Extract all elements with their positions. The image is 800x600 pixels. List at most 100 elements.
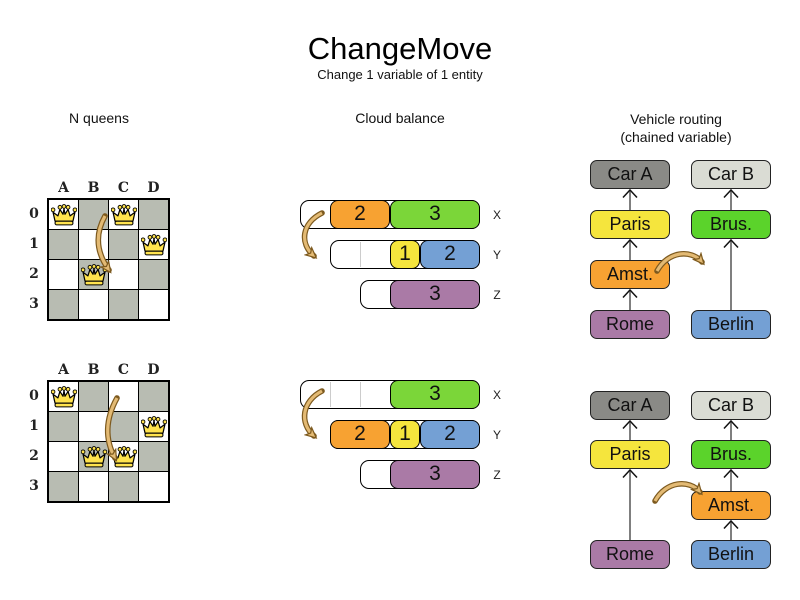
visit-node: Brus. xyxy=(691,440,771,469)
board-cell xyxy=(79,382,108,411)
computer-label: Z xyxy=(493,468,501,482)
process-block: 3 xyxy=(390,280,480,309)
visit-node: Berlin xyxy=(691,310,771,339)
board-cell xyxy=(79,290,108,319)
visit-node: Amst. xyxy=(590,260,670,289)
column-label: A xyxy=(58,362,69,378)
vehicle-section-title: Vehicle routing xyxy=(630,111,722,127)
column-label: B xyxy=(87,362,100,378)
board-cell xyxy=(139,200,168,229)
chain-arrowhead-icon xyxy=(622,288,638,299)
visit-node: Brus. xyxy=(691,210,771,239)
board-cell xyxy=(79,472,108,501)
computer-label: X xyxy=(492,388,501,402)
process-block: 3 xyxy=(390,380,480,409)
board-cell xyxy=(109,230,138,259)
queen-icon xyxy=(80,263,107,285)
chain-arrowhead-icon xyxy=(622,188,638,199)
board-cell xyxy=(79,230,108,259)
page-title: ChangeMove xyxy=(307,31,493,66)
column-label: D xyxy=(147,362,160,378)
visit-node: Rome xyxy=(590,310,670,339)
board-cell xyxy=(79,412,108,441)
process-block: 2 xyxy=(330,200,390,229)
computer-label: Y xyxy=(492,428,501,442)
vehicle-node: Car B xyxy=(691,391,771,420)
process-block: 2 xyxy=(420,240,480,269)
row-label: 3 xyxy=(29,478,39,494)
computer-label: Z xyxy=(493,288,501,302)
board-cell xyxy=(139,442,168,471)
queen-icon xyxy=(80,445,107,467)
row-label: 1 xyxy=(29,236,39,252)
chain-arrowhead-icon xyxy=(622,419,638,430)
capacity-divider xyxy=(360,242,361,267)
board-cell xyxy=(109,260,138,289)
column-label: B xyxy=(87,180,100,196)
chain-arrowhead-icon xyxy=(723,519,739,530)
board-cell xyxy=(139,382,168,411)
visit-node: Berlin xyxy=(691,540,771,569)
board-cell xyxy=(109,290,138,319)
chain-arrowhead-icon xyxy=(723,419,739,430)
vehicle-section-label: Vehicle routing (chained variable) xyxy=(579,110,773,146)
queen-piece xyxy=(140,233,167,257)
board-cell xyxy=(49,260,78,289)
board-cell xyxy=(139,472,168,501)
row-label: 3 xyxy=(29,296,39,312)
vehicle-section-subtitle: (chained variable) xyxy=(620,129,732,145)
board-cell xyxy=(139,290,168,319)
vehicle-node: Car B xyxy=(691,160,771,189)
process-block: 2 xyxy=(330,420,390,449)
column-label: A xyxy=(58,180,69,196)
board-cell xyxy=(139,260,168,289)
vehicle-node: Car A xyxy=(590,391,670,420)
visit-node: Paris xyxy=(590,440,670,469)
queen-piece xyxy=(110,445,137,469)
board-cell xyxy=(109,412,138,441)
process-block: 1 xyxy=(390,420,420,449)
board-cell xyxy=(49,290,78,319)
computer-label: X xyxy=(492,208,501,222)
queen-piece xyxy=(50,203,77,227)
queen-icon xyxy=(110,203,137,225)
board-cell xyxy=(49,230,78,259)
queen-piece xyxy=(80,445,107,469)
board-cell xyxy=(79,200,108,229)
row-label: 1 xyxy=(29,418,39,434)
board-cell xyxy=(109,382,138,411)
chain-arrowhead-icon xyxy=(622,468,638,479)
chain-arrowhead-icon xyxy=(723,238,739,249)
column-label: C xyxy=(117,362,130,378)
queen-icon xyxy=(50,385,77,407)
chain-arrowhead-icon xyxy=(723,188,739,199)
board-cell xyxy=(49,412,78,441)
board-cell xyxy=(109,472,138,501)
computer-label: Y xyxy=(492,248,501,262)
visit-node: Rome xyxy=(590,540,670,569)
queen-piece xyxy=(50,385,77,409)
chain-arrowhead-icon xyxy=(723,468,739,479)
queen-piece xyxy=(140,415,167,439)
queen-icon xyxy=(140,233,167,255)
queen-icon xyxy=(50,203,77,225)
row-label: 2 xyxy=(29,266,39,282)
board-cell xyxy=(49,472,78,501)
capacity-divider xyxy=(360,382,361,407)
queen-icon xyxy=(110,445,137,467)
row-label: 2 xyxy=(29,448,39,464)
queen-piece xyxy=(80,263,107,287)
row-label: 0 xyxy=(29,388,39,404)
column-label: D xyxy=(147,180,160,196)
column-label: C xyxy=(117,180,130,196)
page-subtitle: Change 1 variable of 1 entity xyxy=(317,67,483,82)
capacity-divider xyxy=(330,382,331,407)
queen-icon xyxy=(140,415,167,437)
queen-piece xyxy=(110,203,137,227)
process-block: 1 xyxy=(390,240,420,269)
chain-arrowhead-icon xyxy=(622,238,638,249)
nqueens-section-label: N queens xyxy=(69,110,129,126)
vehicle-node: Car A xyxy=(590,160,670,189)
board-cell xyxy=(49,442,78,471)
